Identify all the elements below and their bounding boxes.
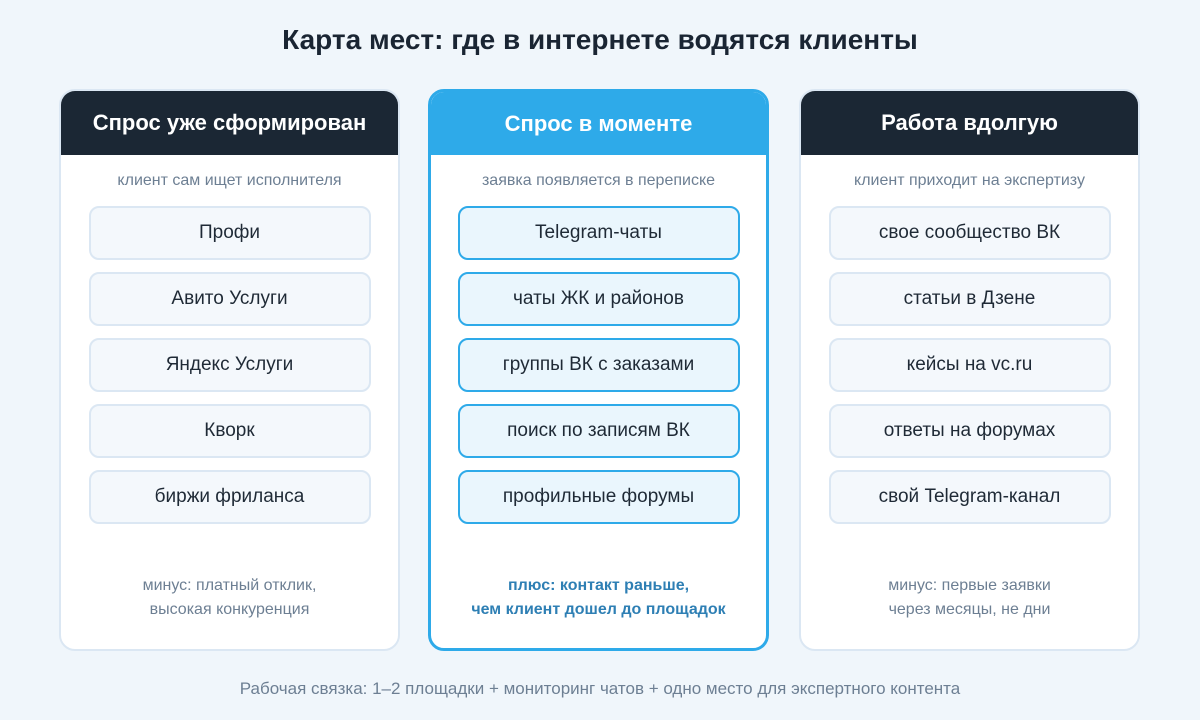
list-item: чаты ЖК и районов (457, 272, 740, 326)
page-title: Карта мест: где в интернете водятся клие… (282, 24, 918, 55)
list-item: кейсы на vc.ru (828, 338, 1111, 392)
list-item: свой Telegram-канал (828, 470, 1111, 524)
footer-caption: Рабочая связка: 1–2 площадки + мониторин… (239, 679, 961, 698)
list-item: свое сообщество ВК (828, 206, 1111, 260)
column-subtitle: клиент сам ищет исполнителя (117, 172, 342, 189)
column-note: плюс: контакт раньше, чем клиент дошел д… (431, 574, 766, 622)
list-item: ответы на форумах (828, 404, 1111, 458)
column-header: Спрос в моменте (431, 92, 766, 155)
column-note: минус: первые заявки через месяцы, не дн… (801, 574, 1138, 622)
list-item: Кворк (88, 404, 371, 458)
list-item: Профи (88, 206, 371, 260)
note-line: чем клиент дошел до площадок (471, 601, 726, 618)
column-items: Telegram-чаты чаты ЖК и районов группы В… (431, 206, 766, 524)
note-line: минус: платный отклик, (142, 577, 317, 594)
list-item: Авито Услуги (88, 272, 371, 326)
list-item: статьи в Дзене (828, 272, 1111, 326)
column-header: Работа вдолгую (801, 91, 1138, 155)
list-item: Яндекс Услуги (88, 338, 371, 392)
list-item: Telegram-чаты (457, 206, 740, 260)
column-header: Спрос уже сформирован (61, 91, 398, 155)
list-item: поиск по записям ВК (457, 404, 740, 458)
column-subtitle: заявка появляется в переписке (481, 172, 716, 189)
list-item: профильные форумы (457, 470, 740, 524)
note-line: высокая конкуренция (149, 601, 310, 618)
column-formed-demand: Спрос уже сформирован клиент сам ищет ис… (59, 89, 400, 651)
note-line: через месяцы, не дни (888, 601, 1051, 618)
column-items: Профи Авито Услуги Яндекс Услуги Кворк б… (61, 206, 398, 524)
column-note: минус: платный отклик, высокая конкуренц… (61, 574, 398, 622)
column-items: свое сообщество ВК статьи в Дзене кейсы … (801, 206, 1138, 524)
column-moment-demand: Спрос в моменте заявка появляется в пере… (428, 89, 769, 651)
column-subtitle: клиент приходит на экспертизу (854, 172, 1085, 189)
column-long-term: Работа вдолгую клиент приходит на экспер… (799, 89, 1140, 651)
note-line: минус: первые заявки (888, 577, 1051, 594)
list-item: группы ВК с заказами (457, 338, 740, 392)
list-item: биржи фриланса (88, 470, 371, 524)
note-line: плюс: контакт раньше, (507, 577, 690, 594)
